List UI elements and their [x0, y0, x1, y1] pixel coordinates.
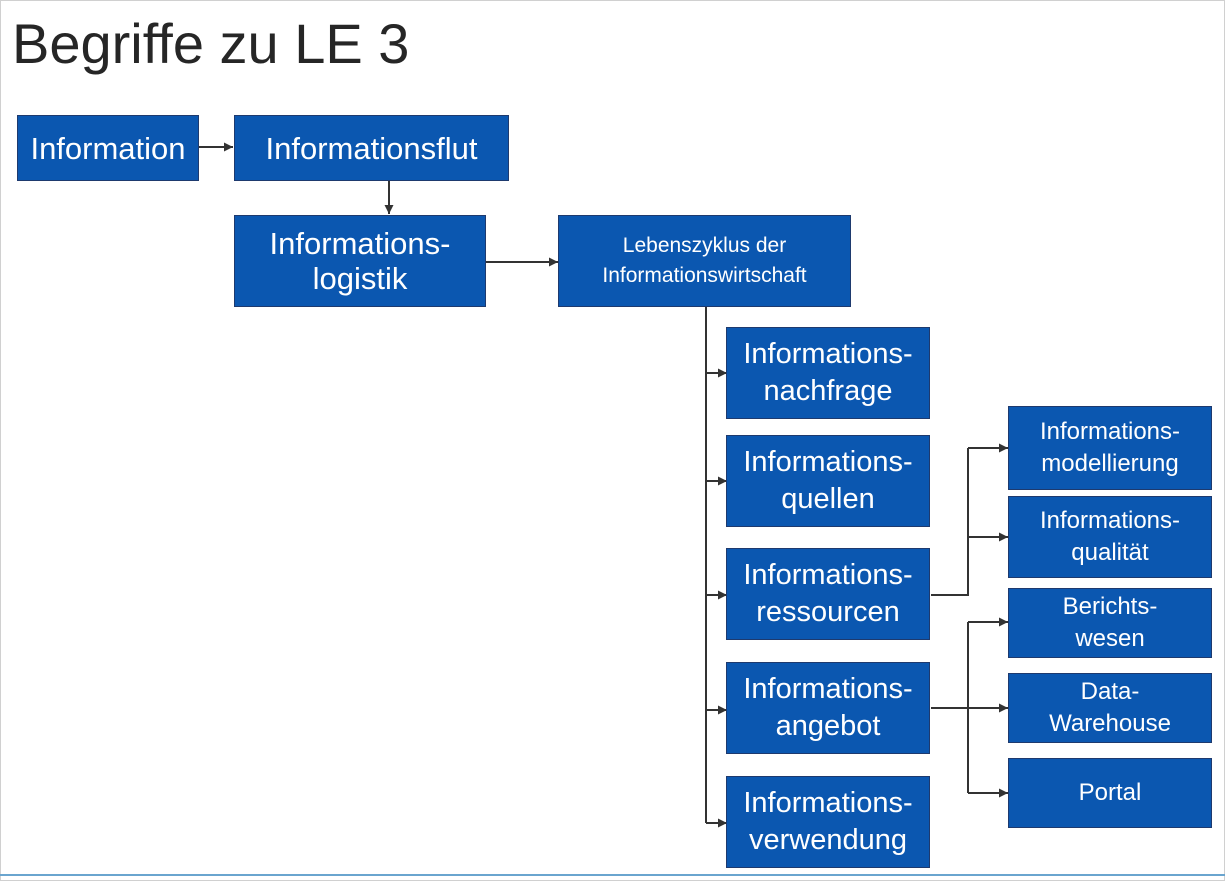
node-portal: Portal [1008, 758, 1212, 828]
node-informationsressourcen: Informations- ressourcen [726, 548, 930, 640]
footer-accent-line [0, 874, 1225, 876]
node-informationsnachfrage: Informations- nachfrage [726, 327, 930, 419]
slide-title: Begriffe zu LE 3 [12, 12, 410, 75]
node-informationsmodellierung: Informations- modellierung [1008, 406, 1212, 490]
connector-angebot-branch [931, 622, 969, 793]
node-informationslogistik: Informations- logistik [234, 215, 486, 307]
node-informationsflut: Informationsflut [234, 115, 509, 181]
node-lebenszyklus: Lebenszyklus der Informationswirtschaft [558, 215, 851, 307]
node-information: Information [17, 115, 199, 181]
node-informationsangebot: Informations- angebot [726, 662, 930, 754]
node-berichtswesen: Berichts- wesen [1008, 588, 1212, 658]
node-informationsquellen: Informations- quellen [726, 435, 930, 527]
node-informationsqualitaet: Informations- qualität [1008, 496, 1212, 578]
node-data-warehouse: Data- Warehouse [1008, 673, 1212, 743]
node-informationsverwendung: Informations- verwendung [726, 776, 930, 868]
connector-ressourcen-branch [931, 448, 969, 596]
